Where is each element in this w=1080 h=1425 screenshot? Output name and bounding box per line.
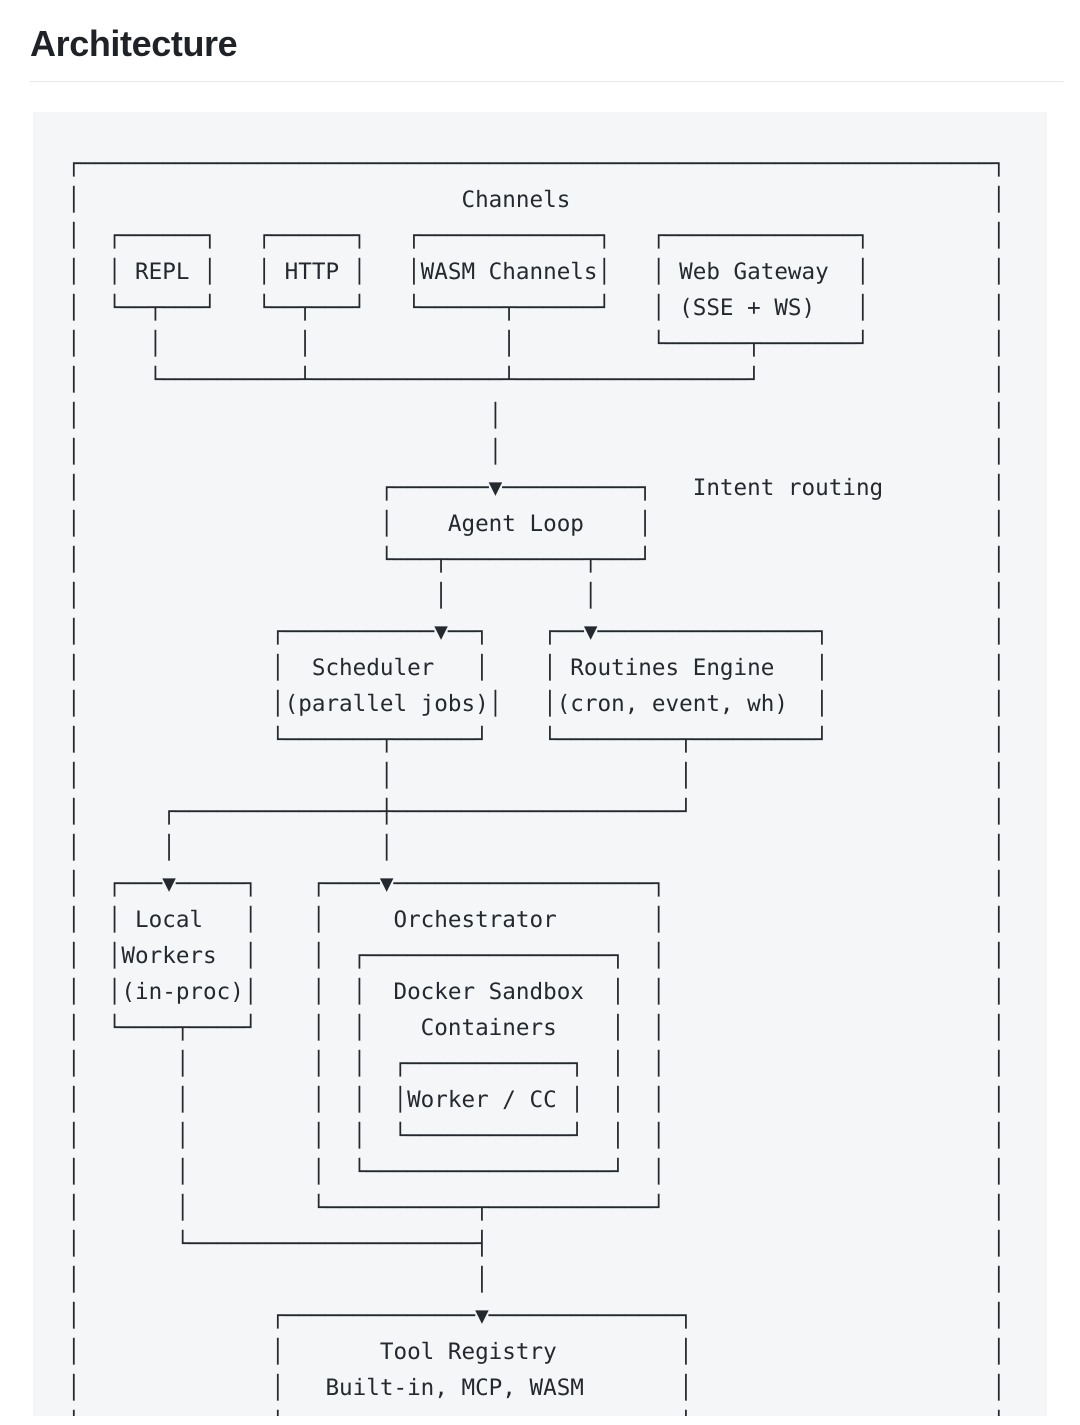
architecture-ascii-diagram: ┌───────────────────────────────────────…	[67, 151, 1006, 1416]
architecture-diagram-panel: ┌───────────────────────────────────────…	[33, 112, 1047, 1417]
title-divider	[30, 81, 1064, 83]
page-title: Architecture	[30, 23, 238, 64]
